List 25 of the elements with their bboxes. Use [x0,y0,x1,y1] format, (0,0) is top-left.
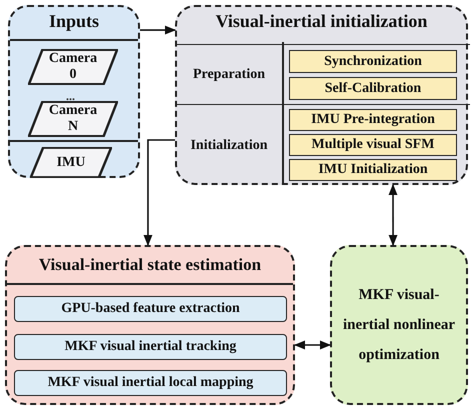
arrow [144,139,175,246]
step-box: Synchronization [289,50,457,73]
arrow [140,26,176,35]
group-container [8,5,140,178]
ellipsis-label: ... [66,89,75,104]
step-box: IMU Initialization [289,159,457,181]
arrow [388,184,398,246]
step-box: IMU Pre-integration [289,109,457,131]
step-box: Self-Calibration [289,77,457,100]
input-parallelogram: Camera N [28,101,118,137]
arrow [294,340,332,350]
input-parallelogram: Camera 0 [28,49,118,85]
group-container [5,245,295,405]
section-label: Preparation [192,66,266,82]
group-container [175,5,468,185]
section-label: Initialization [189,138,268,154]
step-box: GPU-based feature extraction [14,296,287,322]
process-box: MKF visual-inertial nonlinear optimization [330,245,468,405]
input-parallelogram: IMU [30,147,112,178]
group-title: Visual-inertial state estimation [38,255,262,275]
group-title: Inputs [48,11,100,32]
group-title: Visual-inertial initialization [214,11,428,32]
step-box: MKF visual inertial tracking [14,334,287,360]
step-box: MKF visual inertial local mapping [14,370,287,396]
step-box: Multiple visual SFM [289,134,457,156]
